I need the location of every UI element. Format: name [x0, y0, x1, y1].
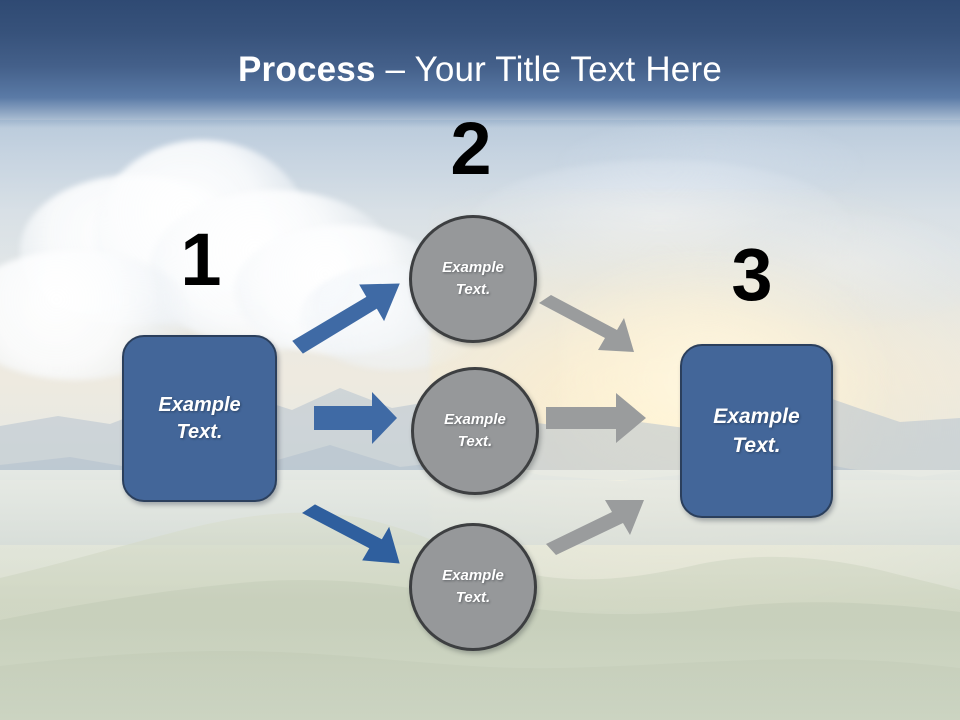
step-number-2: 2	[450, 107, 492, 190]
page-title-bold: Process	[238, 50, 376, 89]
process-circle-bottom-line2: Text.	[455, 589, 491, 606]
process-circle-bottom-line1: Example	[442, 567, 504, 584]
step-number-1: 1	[180, 218, 222, 301]
header-band	[0, 0, 960, 128]
output-box[interactable]: Example Text.	[680, 344, 833, 518]
process-circle-top-line1: Example	[442, 259, 504, 276]
process-circle-middle-line1: Example	[444, 411, 506, 428]
process-circle-middle-line2: Text.	[457, 433, 493, 450]
input-box-line1: Example	[158, 393, 241, 416]
output-box-line2: Text.	[732, 434, 781, 457]
step-number-3: 3	[731, 233, 773, 316]
page-title-rest: – Your Title Text Here	[375, 50, 722, 89]
process-circle-top-line2: Text.	[455, 281, 491, 298]
page-title: Process – Your Title Text Here	[0, 50, 960, 90]
input-box-line2: Text.	[176, 420, 223, 443]
output-box-line1: Example	[713, 405, 800, 428]
process-circle-middle[interactable]: Example Text.	[411, 367, 539, 495]
process-circle-bottom[interactable]: Example Text.	[409, 523, 537, 651]
process-circle-top[interactable]: Example Text.	[409, 215, 537, 343]
input-box[interactable]: Example Text.	[122, 335, 277, 502]
